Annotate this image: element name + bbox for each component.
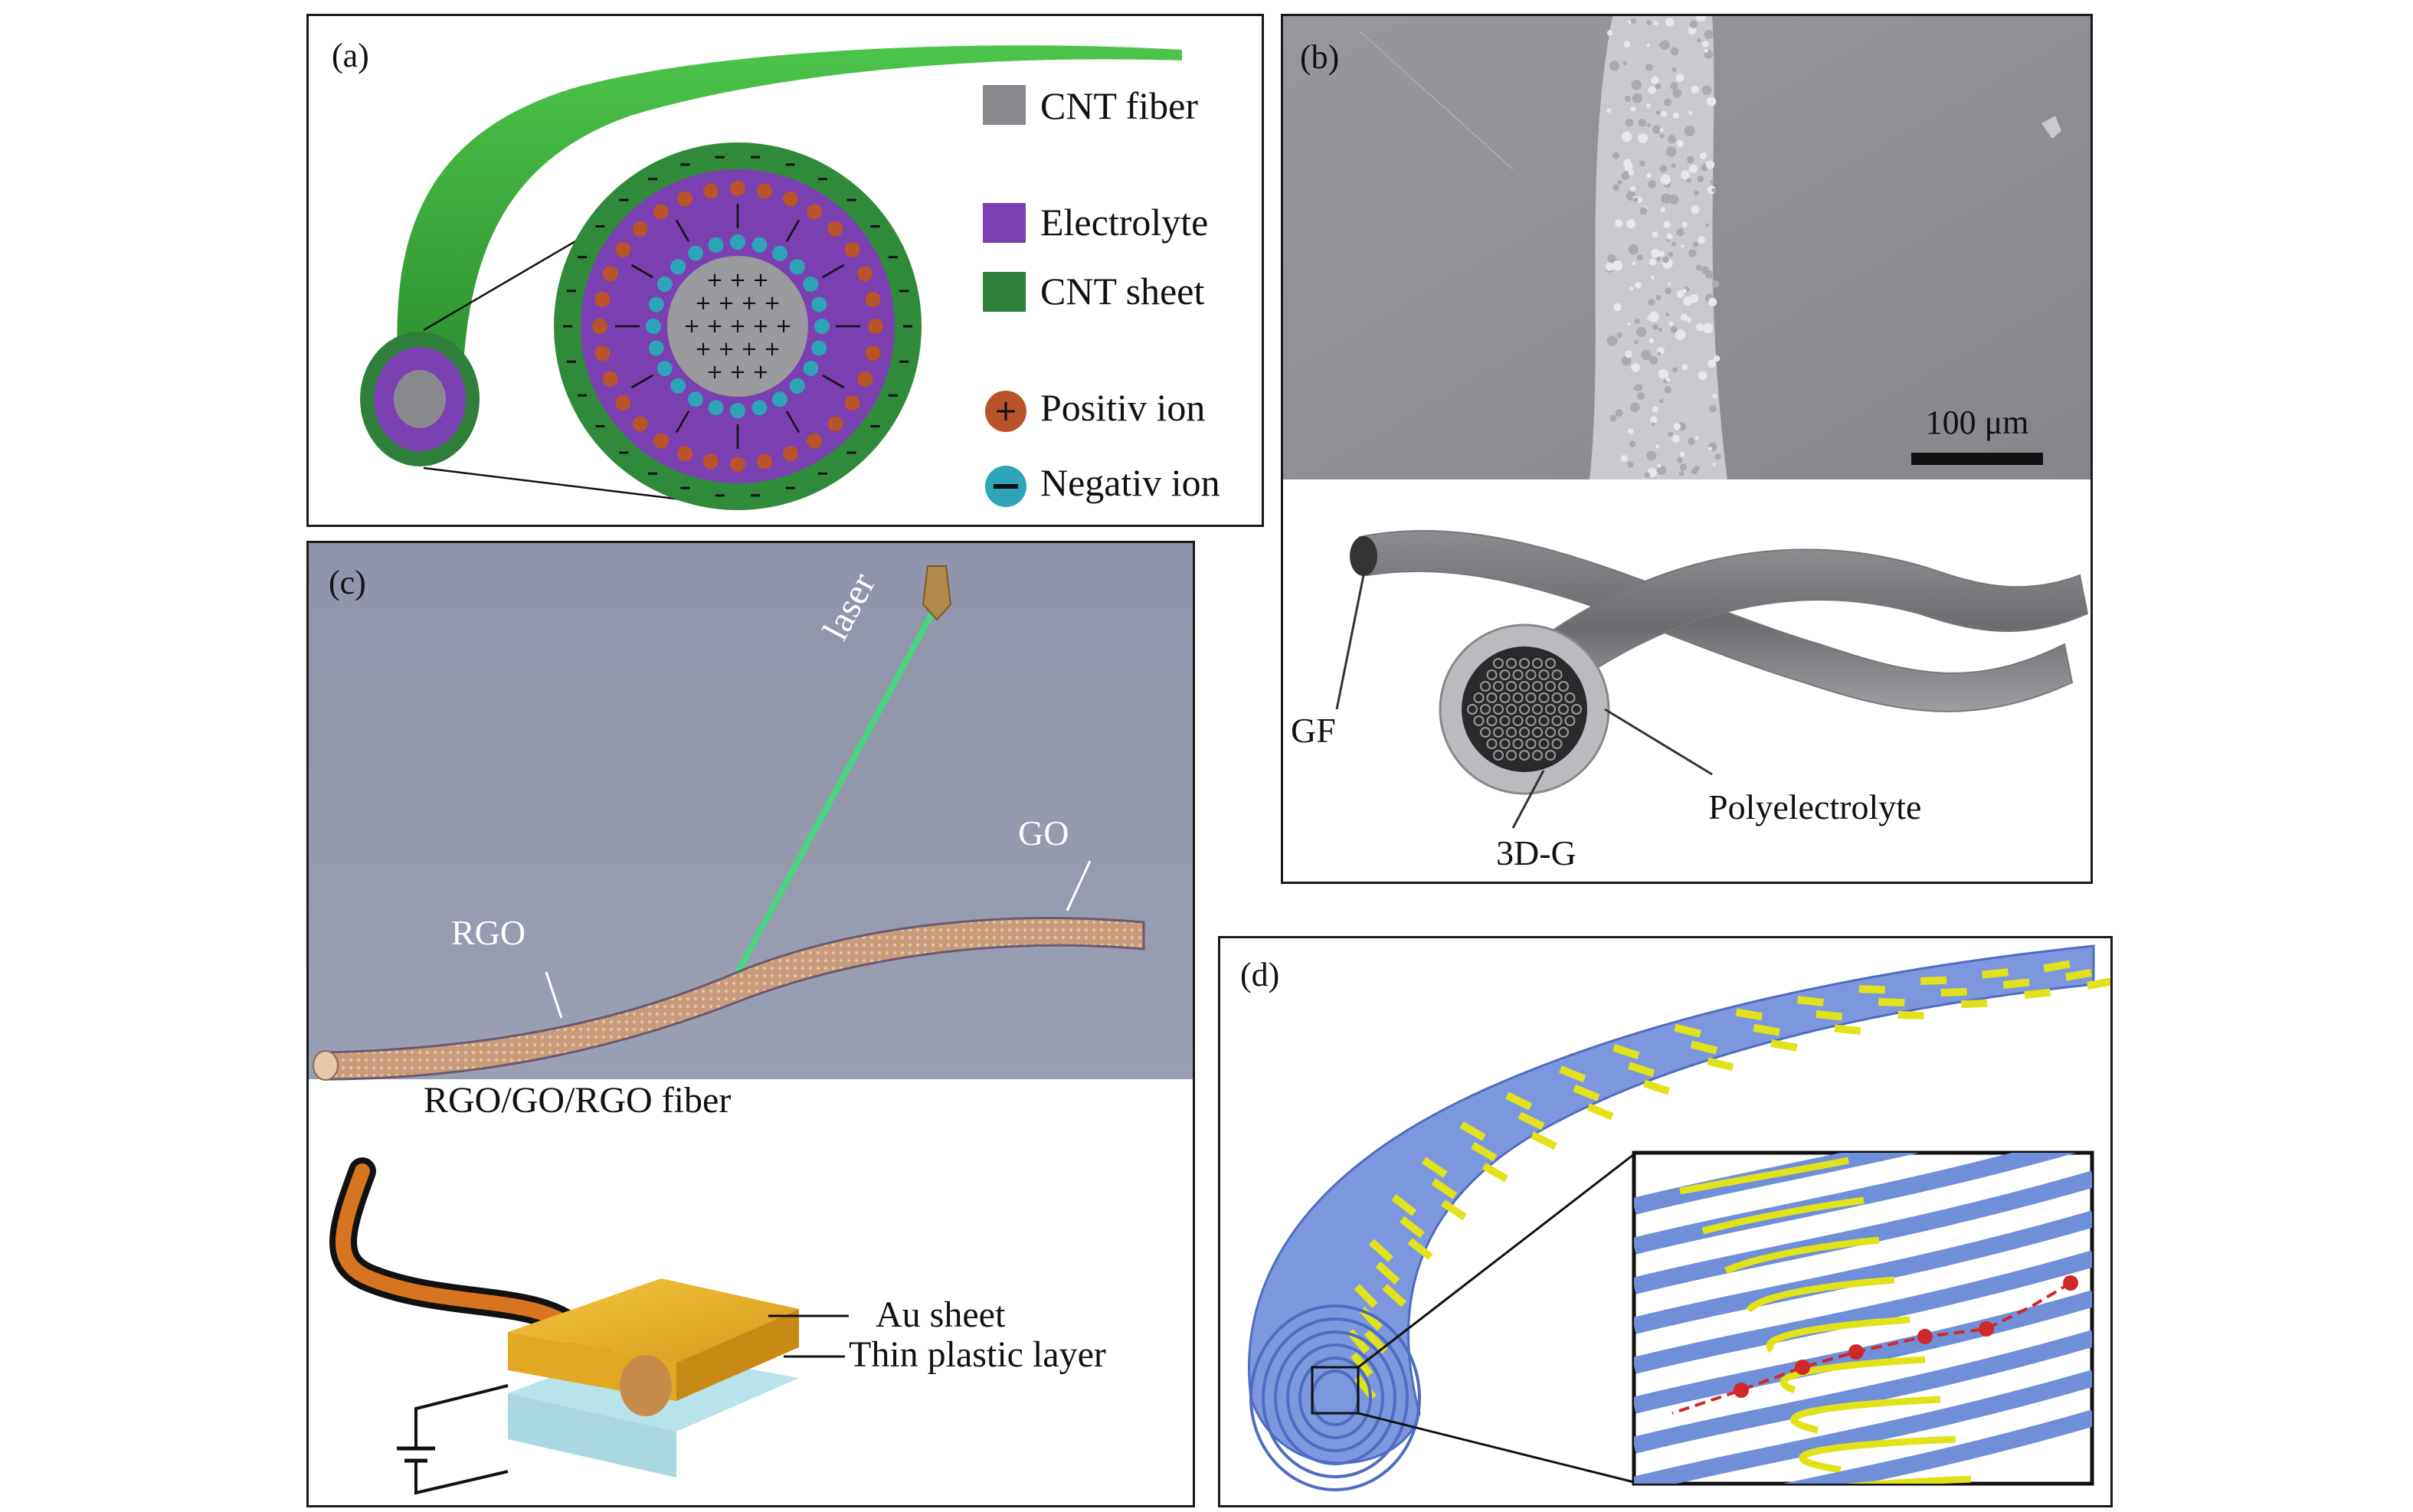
- legend-swatch-electrolyte: [983, 203, 1026, 243]
- legend-positive-ion: Positiv ion: [1040, 385, 1205, 430]
- legend-negative-ion: Negativ ion: [1040, 460, 1220, 505]
- fiber-end: [313, 1051, 338, 1080]
- scale-bar: [1911, 453, 2043, 465]
- gf-end: [1350, 536, 1377, 576]
- panel-b-label: (b): [1300, 38, 1339, 77]
- svg-text:+: +: [706, 315, 723, 338]
- fiber-title: RGO/GO/RGO fiber: [424, 1079, 731, 1121]
- svg-text:+: +: [683, 315, 700, 338]
- legend-cnt-fiber: CNT fiber: [1040, 83, 1198, 128]
- panel-c-label: (c): [329, 563, 366, 602]
- svg-text:+: +: [729, 269, 746, 292]
- legend-swatch-cnt-fiber: [983, 85, 1026, 125]
- svg-text:+: +: [775, 315, 792, 338]
- svg-text:+: +: [994, 394, 1018, 427]
- svg-text:+: +: [741, 338, 758, 361]
- svg-text:+: +: [729, 361, 746, 384]
- svg-text:+: +: [764, 292, 781, 315]
- svg-text:+: +: [764, 338, 781, 361]
- panel-d: (d): [1218, 936, 2113, 1507]
- go-label: GO: [1018, 813, 1069, 853]
- callout-3d-g: 3D-G: [1496, 833, 1576, 873]
- panel-b: 100 μm (b) GF 3D-G Polyelectrolyte: [1281, 14, 2093, 884]
- svg-text:+: +: [741, 292, 758, 315]
- panel-a: (a) +++++++++++++++++++ CNT fiber Electr…: [306, 14, 1264, 527]
- fiber-end-core: [394, 370, 446, 428]
- svg-text:+: +: [752, 315, 769, 338]
- thin-plastic-label: Thin plastic layer: [849, 1334, 1106, 1376]
- scale-bar-text: 100 μm: [1926, 404, 2029, 441]
- rgo-label: RGO: [451, 912, 525, 953]
- negative-ion-icon: [983, 463, 1029, 509]
- callout-gf: GF: [1291, 710, 1336, 751]
- panel-c: (c) laser GO RGO RGO/GO/RGO fiber Au she…: [306, 541, 1195, 1507]
- panel-d-label: (d): [1240, 955, 1279, 994]
- panel-b-graphics: 100 μm: [1283, 16, 2093, 884]
- render-background: [309, 543, 1195, 1079]
- svg-text:+: +: [718, 338, 735, 361]
- positive-ion-icon: +: [983, 388, 1029, 434]
- panel-d-graphics: [1220, 938, 2113, 1507]
- legend-cnt-sheet: CNT sheet: [1040, 269, 1204, 313]
- circuit-wire: [416, 1386, 508, 1493]
- svg-text:+: +: [718, 292, 735, 315]
- svg-text:+: +: [752, 361, 769, 384]
- svg-text:+: +: [752, 269, 769, 292]
- svg-text:+: +: [695, 338, 712, 361]
- legend-electrolyte: Electrolyte: [1040, 200, 1208, 244]
- callout-polyelectrolyte: Polyelectrolyte: [1708, 787, 1921, 827]
- svg-text:+: +: [695, 292, 712, 315]
- au-sheet-label: Au sheet: [876, 1294, 1005, 1336]
- legend-swatch-cnt-sheet: [983, 272, 1026, 312]
- svg-text:+: +: [706, 361, 723, 384]
- svg-text:+: +: [706, 269, 723, 292]
- svg-text:+: +: [729, 315, 746, 338]
